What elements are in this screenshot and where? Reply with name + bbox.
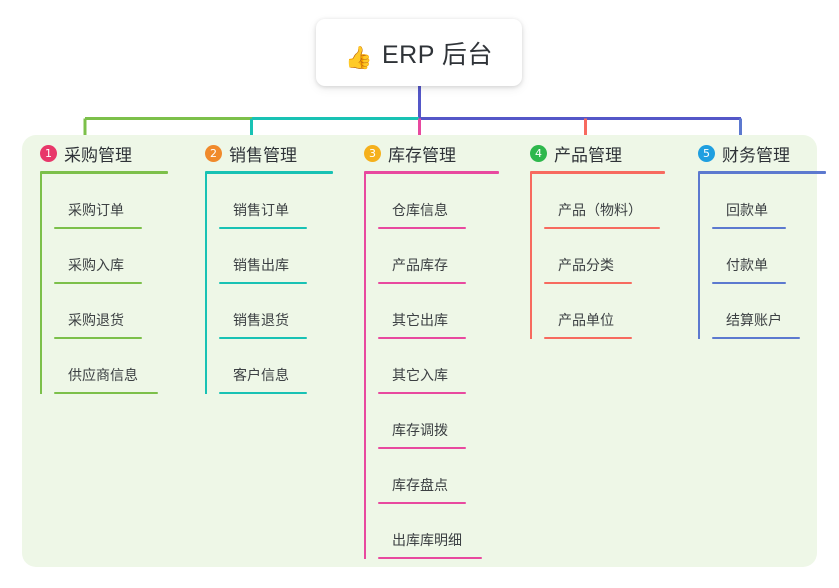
leaf-node-underline xyxy=(378,502,466,504)
leaf-node[interactable]: 其它出库 xyxy=(378,284,480,339)
leaf-node[interactable]: 库存调拨 xyxy=(378,394,480,449)
leaf-node[interactable]: 客户信息 xyxy=(219,339,321,394)
category-spine-2 xyxy=(205,173,207,394)
leaf-node-label: 仓库信息 xyxy=(392,202,448,218)
leaf-node-label: 销售订单 xyxy=(233,202,289,218)
leaf-node-label: 回款单 xyxy=(726,202,768,218)
category-column-1: 1 采购管理采购订单采购入库采购退货供应商信息 xyxy=(40,135,200,394)
leaf-node-underline xyxy=(712,337,800,339)
leaf-node-label: 供应商信息 xyxy=(68,367,138,383)
leaf-node-label: 采购退货 xyxy=(68,312,124,328)
leaf-node-underline xyxy=(54,392,158,394)
root-title: 👍 ERP 后台 xyxy=(345,35,493,71)
category-spine-3 xyxy=(364,173,366,559)
category-column-4: 4 产品管理产品（物料） 产品分类产品单位 xyxy=(530,135,700,339)
leaf-node-label: 销售退货 xyxy=(233,312,289,328)
leaf-node[interactable]: 销售退货 xyxy=(219,284,321,339)
leaf-node-label: 结算账户 xyxy=(726,312,782,328)
category-title-2: 销售管理 xyxy=(229,145,297,165)
category-title-5: 财务管理 xyxy=(722,145,790,165)
leaf-node-label: 出库库明细 xyxy=(392,532,462,548)
leaf-node-underline xyxy=(712,282,786,284)
leaf-node-underline xyxy=(544,282,632,284)
leaf-node-label: 客户信息 xyxy=(233,367,289,383)
category-underline-2 xyxy=(205,171,333,174)
leaf-node-label: 产品（物料） xyxy=(558,202,642,218)
category-title-3: 库存管理 xyxy=(388,145,456,165)
root-node-card[interactable]: 👍 ERP 后台 xyxy=(316,19,522,86)
root-title-text: ERP 后台 xyxy=(382,40,493,69)
category-spine-4 xyxy=(530,173,532,339)
category-column-2: 2 销售管理销售订单销售出库销售退货客户信息 xyxy=(205,135,365,394)
leaf-node-underline xyxy=(54,227,142,229)
leaf-node-underline xyxy=(219,227,307,229)
leaf-node-underline xyxy=(378,392,466,394)
category-title-1: 采购管理 xyxy=(64,145,132,165)
leaf-node-underline xyxy=(54,337,142,339)
leaf-node[interactable]: 出库库明细 xyxy=(378,504,496,559)
leaf-node-label: 其它入库 xyxy=(392,367,448,383)
leaf-node[interactable]: 回款单 xyxy=(712,174,800,229)
leaf-node-underline xyxy=(378,227,466,229)
leaf-node[interactable]: 产品分类 xyxy=(544,229,646,284)
leaf-node-label: 库存盘点 xyxy=(392,477,448,493)
category-spine-5 xyxy=(698,173,700,339)
leaf-node[interactable]: 产品（物料） xyxy=(544,174,674,229)
leaf-node-underline xyxy=(378,282,466,284)
leaf-node-underline xyxy=(378,557,482,559)
category-title-4: 产品管理 xyxy=(554,145,622,165)
leaf-node-label: 产品单位 xyxy=(558,312,614,328)
leaf-node-label: 采购订单 xyxy=(68,202,124,218)
leaf-node-underline xyxy=(378,337,466,339)
leaf-node[interactable]: 库存盘点 xyxy=(378,449,480,504)
leaf-node[interactable]: 付款单 xyxy=(712,229,800,284)
leaf-node[interactable]: 其它入库 xyxy=(378,339,480,394)
category-badge-1: 1 xyxy=(40,144,57,162)
leaf-node-label: 库存调拨 xyxy=(392,422,448,438)
leaf-node[interactable]: 产品单位 xyxy=(544,284,646,339)
leaf-node-underline xyxy=(378,447,466,449)
leaf-node-label: 销售出库 xyxy=(233,257,289,273)
leaf-node-underline xyxy=(219,337,307,339)
category-underline-4 xyxy=(530,171,665,174)
category-header-5[interactable]: 5 财务管理 xyxy=(698,135,839,171)
leaf-node[interactable]: 销售订单 xyxy=(219,174,321,229)
category-column-3: 3 库存管理仓库信息产品库存其它出库其它入库库存调拨库存盘点出库库明细 xyxy=(364,135,534,559)
mindmap-panel: 1 采购管理采购订单采购入库采购退货供应商信息 2 销售管理销售订单销售出库销售退货客… xyxy=(22,135,826,567)
category-header-3[interactable]: 3 库存管理 xyxy=(364,135,534,171)
leaf-node[interactable]: 采购订单 xyxy=(54,174,156,229)
leaf-node[interactable]: 产品库存 xyxy=(378,229,480,284)
leaf-node[interactable]: 采购退货 xyxy=(54,284,156,339)
leaf-node-underline xyxy=(544,227,660,229)
leaf-node-label: 付款单 xyxy=(726,257,768,273)
category-header-2[interactable]: 2 销售管理 xyxy=(205,135,365,171)
category-underline-5 xyxy=(698,171,826,174)
category-underline-3 xyxy=(364,171,499,174)
category-column-5: 5 财务管理回款单付款单结算账户 xyxy=(698,135,839,339)
category-badge-5: 5 xyxy=(698,144,715,162)
category-badge-4: 4 xyxy=(530,144,547,162)
category-underline-1 xyxy=(40,171,168,174)
leaf-node[interactable]: 仓库信息 xyxy=(378,174,480,229)
leaf-node[interactable]: 销售出库 xyxy=(219,229,321,284)
leaf-node[interactable]: 供应商信息 xyxy=(54,339,172,394)
category-badge-2: 2 xyxy=(205,144,222,162)
leaf-node-label: 产品分类 xyxy=(558,257,614,273)
leaf-node-label: 采购入库 xyxy=(68,257,124,273)
thumbs-up-icon: 👍 xyxy=(345,44,373,70)
leaf-node-underline xyxy=(219,282,307,284)
leaf-node-underline xyxy=(219,392,307,394)
category-badge-3: 3 xyxy=(364,144,381,162)
leaf-node[interactable]: 结算账户 xyxy=(712,284,814,339)
leaf-node-label: 产品库存 xyxy=(392,257,448,273)
leaf-node-underline xyxy=(54,282,142,284)
leaf-node-underline xyxy=(544,337,632,339)
leaf-node-underline xyxy=(712,227,786,229)
leaf-node[interactable]: 采购入库 xyxy=(54,229,156,284)
category-header-1[interactable]: 1 采购管理 xyxy=(40,135,200,171)
category-header-4[interactable]: 4 产品管理 xyxy=(530,135,700,171)
leaf-node-label: 其它出库 xyxy=(392,312,448,328)
category-spine-1 xyxy=(40,173,42,394)
